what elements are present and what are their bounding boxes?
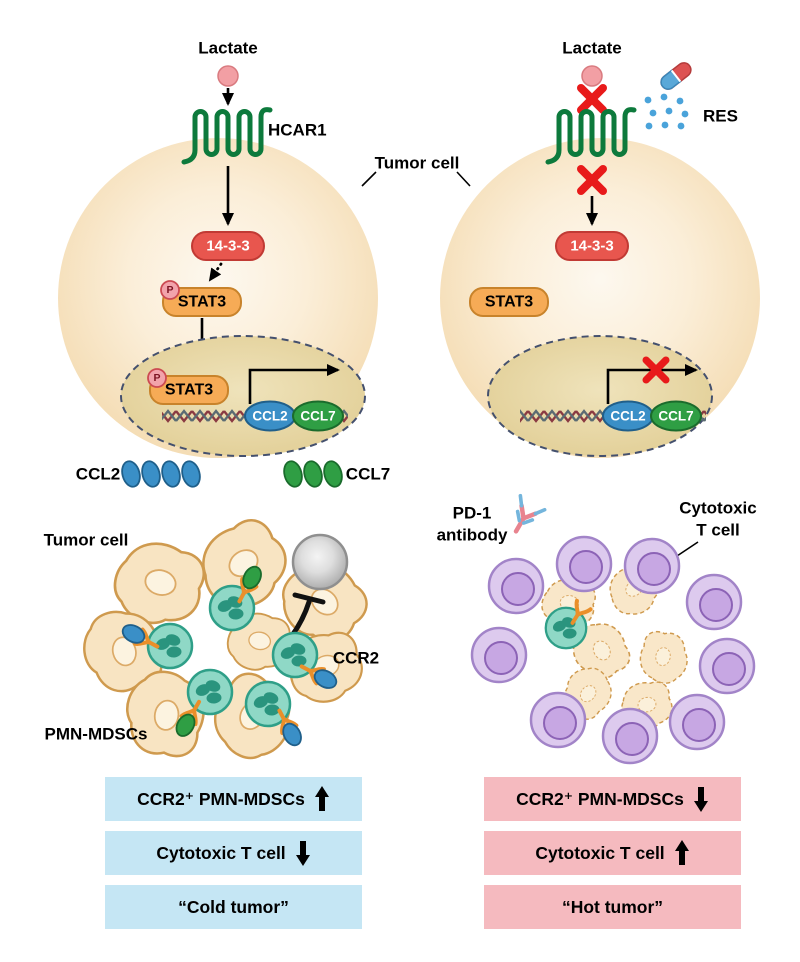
- phospho-badge: [160, 280, 180, 300]
- summary-row: “Hot tumor”: [484, 885, 741, 929]
- cytotoxic-t-cell-label: T cell: [696, 521, 739, 540]
- summary-label: Cytotoxic T cell: [535, 842, 665, 863]
- ccl2-ligand: [121, 624, 146, 644]
- cytotoxic-t-cell: [698, 637, 756, 695]
- transcription-arrow: [606, 364, 698, 404]
- trend-arrow-icon: [314, 786, 330, 812]
- res-particles: [644, 93, 689, 130]
- cytotoxic-t-cell-label: Cytotoxic: [679, 499, 756, 518]
- ccr2-receptor-icon: [232, 565, 262, 606]
- tumor-cell-label: Tumor cell: [375, 154, 460, 173]
- ccl7-gene: [650, 400, 702, 432]
- ccl7-ligand: [175, 713, 196, 737]
- ccr2-receptor-icon: [175, 695, 208, 737]
- pd1-antibody-icon: [513, 493, 547, 534]
- cytotoxic-t-cell: [601, 707, 659, 765]
- trend-arrow-icon: [674, 840, 690, 866]
- phospho-badge: [147, 368, 167, 388]
- cytotoxic-t-cell: [685, 573, 743, 631]
- stat3-label: STAT3: [178, 294, 226, 311]
- ccl7-ligand: [242, 565, 262, 590]
- summary-label: Cytotoxic T cell: [156, 842, 286, 863]
- tumor-cell-pointer: [456, 171, 471, 187]
- ccl2-gene-label: CCL2: [610, 409, 645, 424]
- ccl7-gene-label: CCL7: [300, 409, 335, 424]
- tumor-cell-pointer: [361, 171, 377, 187]
- cytotoxic-t-cell: [487, 557, 545, 615]
- summary-row: Cytotoxic T cell: [484, 831, 741, 875]
- lactate-molecule: [581, 65, 603, 87]
- ccl2-molecules: [121, 460, 201, 488]
- ccr2-receptor-icon: [298, 659, 338, 689]
- ccl2-gene-label: CCL2: [252, 409, 287, 424]
- protein-14-3-3: [191, 231, 265, 261]
- suppressed-t-cell: [291, 533, 349, 591]
- summary-label: “Cold tumor”: [178, 896, 289, 917]
- protein-14-3-3: [555, 231, 629, 261]
- lactate-molecule: [217, 65, 239, 87]
- lactate-label: Lactate: [198, 39, 258, 58]
- ccr2-label: CCR2: [333, 649, 379, 668]
- ccl2-ligand: [313, 669, 338, 689]
- ccr2-receptor-icon: [121, 624, 162, 653]
- ccl7-gene-label: CCL7: [658, 409, 693, 424]
- ccr2-receptor-icon: [272, 707, 302, 747]
- dotted-arrow: [208, 262, 223, 282]
- protein-14-3-3-label: 14-3-3: [206, 238, 249, 255]
- nucleus: [487, 335, 713, 457]
- summary-label: CCR2⁺ PMN-MDSCs: [137, 788, 305, 809]
- stat3-label: STAT3: [165, 382, 213, 399]
- summary-row: CCR2⁺ PMN-MDSCs: [105, 777, 362, 821]
- stat3-protein: [162, 287, 242, 317]
- trend-arrow-icon: [295, 840, 311, 866]
- pd1-antibody-label: antibody: [437, 526, 508, 545]
- stat3-label: STAT3: [485, 294, 533, 311]
- phospho-label: P: [166, 284, 173, 296]
- pmn-mdscs-label: PMN-MDSCs: [45, 725, 148, 744]
- res-capsule-icon: [660, 62, 692, 90]
- blocked-x-icon: [581, 88, 603, 110]
- cytotoxic-t-cell: [623, 537, 681, 595]
- cytotoxic-t-cell: [668, 693, 726, 751]
- ccl2-ligand: [282, 722, 302, 747]
- protein-14-3-3-label: 14-3-3: [570, 238, 613, 255]
- res-label: RES: [703, 107, 738, 126]
- ccl2-legend-label: CCL2: [76, 465, 120, 484]
- summary-label: CCR2⁺ PMN-MDSCs: [516, 788, 684, 809]
- cytotoxic-t-cell: [470, 626, 528, 684]
- lactate-label: Lactate: [562, 39, 622, 58]
- ccl7-gene: [292, 400, 344, 432]
- dying-tumor-cell-blob: [635, 628, 693, 688]
- cytotoxic-t-cell: [555, 535, 613, 593]
- ccl7-molecules: [283, 460, 343, 488]
- summary-box-cold: CCR2⁺ PMN-MDSCs Cytotoxic T cell “Cold t…: [105, 777, 362, 929]
- stat3-protein-nuclear: [149, 375, 229, 405]
- ccl7-legend-label: CCL7: [346, 465, 390, 484]
- cytotoxic-t-cell: [529, 691, 587, 749]
- summary-row: CCR2⁺ PMN-MDSCs: [484, 777, 741, 821]
- summary-row: Cytotoxic T cell: [105, 831, 362, 875]
- tumor-cell-label: Tumor cell: [44, 531, 129, 550]
- hcar1-label: HCAR1: [268, 121, 327, 140]
- phospho-label: P: [153, 372, 160, 384]
- summary-box-hot: CCR2⁺ PMN-MDSCs Cytotoxic T cell “Hot tu…: [484, 777, 741, 929]
- pd1-antibody-label: PD-1: [453, 504, 492, 523]
- summary-label: “Hot tumor”: [561, 896, 664, 917]
- stat3-protein: [469, 287, 549, 317]
- trend-arrow-icon: [693, 786, 709, 812]
- summary-row: “Cold tumor”: [105, 885, 362, 929]
- transcription-arrow: [248, 364, 340, 404]
- pathway-diagram: Lactate HCAR1 Tumor cell 14-3-3 STAT3 P …: [44, 39, 760, 772]
